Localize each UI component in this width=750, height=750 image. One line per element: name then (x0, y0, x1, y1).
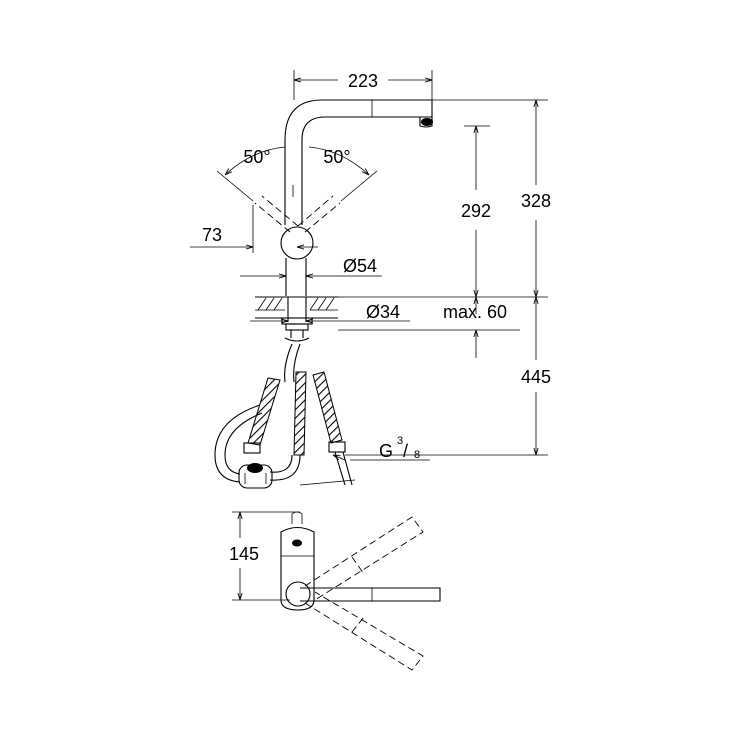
spout-height-label: 292 (461, 201, 491, 221)
swivel-right-label: 50° (323, 147, 350, 167)
faucet-plan-view (280, 511, 441, 671)
supply-hose-left (247, 377, 281, 446)
hole-diameter-label: Ø34 (366, 302, 400, 322)
supply-hose-right (312, 371, 343, 444)
total-height-label: 328 (521, 191, 551, 211)
dimension-lines (190, 70, 548, 601)
faucet-side-view (214, 99, 433, 489)
base-diameter-label: Ø54 (343, 256, 377, 276)
plan-depth-label: 145 (229, 544, 259, 564)
countertop-hatch (255, 297, 338, 319)
connection-thread-label: G (379, 441, 393, 461)
pull-out-hose (293, 371, 307, 456)
hose-length-label: 445 (521, 367, 551, 387)
lever-offset-label: 73 (202, 225, 222, 245)
swivel-left-label: 50° (243, 147, 270, 167)
thread-fraction-slash: / (403, 441, 408, 461)
spout-reach-label: 223 (348, 71, 378, 91)
thread-fraction-numerator: 3 (397, 435, 403, 447)
max-thickness-label: max. 60 (443, 302, 507, 322)
swivel-range-lines (216, 170, 378, 233)
thread-fraction-denominator: 8 (414, 449, 420, 461)
